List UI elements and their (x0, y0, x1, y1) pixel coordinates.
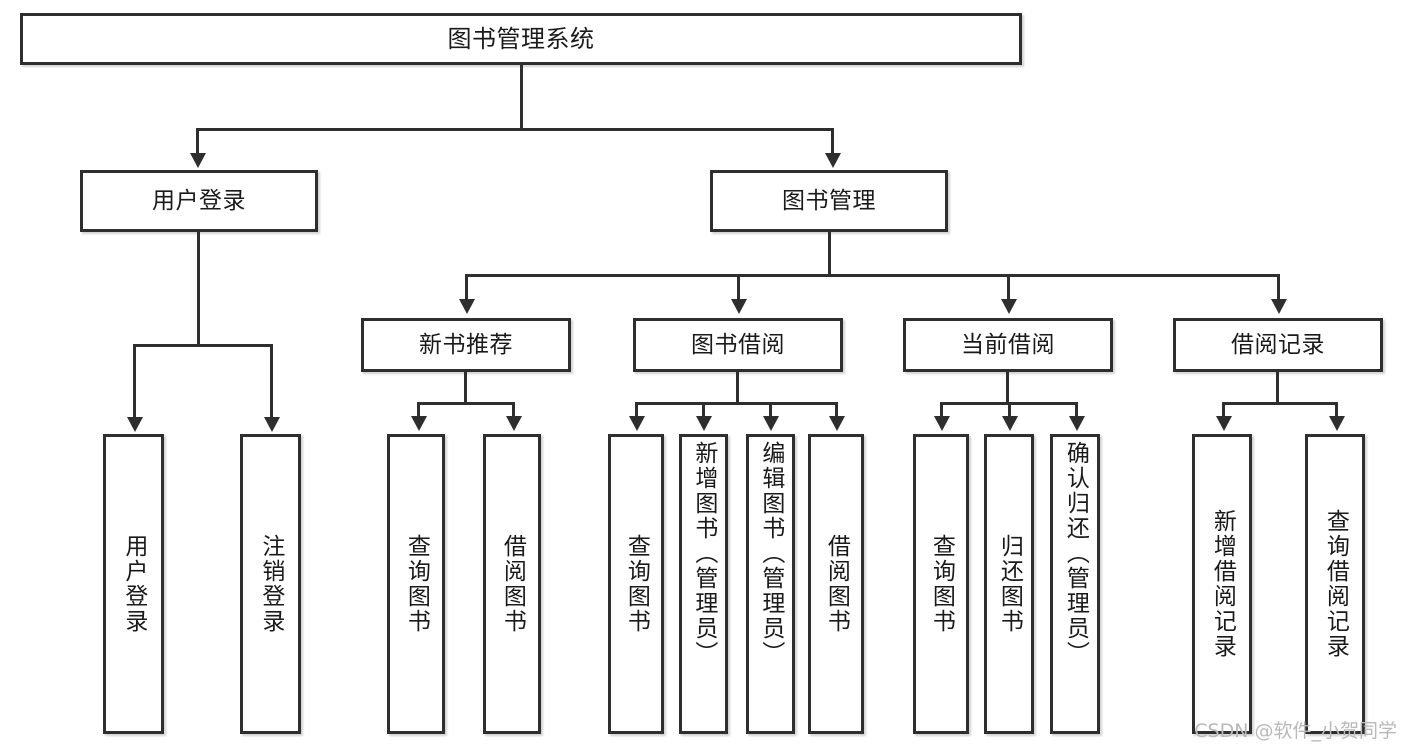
leaf-br-add-record[interactable]: 新增借阅记录 (1192, 434, 1252, 734)
connector-book-manage-bus (465, 274, 1280, 277)
node-label: 注销登录 (257, 534, 284, 634)
connector-br-drop-1 (1222, 402, 1225, 418)
connector-br-bus (1222, 402, 1338, 405)
connector-book-manage-drop-4 (1277, 274, 1280, 301)
connector-bb-drop-4 (835, 402, 838, 418)
node-book-manage[interactable]: 图书管理 (710, 170, 948, 232)
node-label: 查询图书 (928, 534, 955, 634)
leaf-bb-query-book[interactable]: 查询图书 (608, 434, 664, 734)
connector-book-manage-stem (828, 232, 831, 274)
arrow-to-leaf-cb-1 (934, 416, 950, 431)
leaf-bb-add-book-admin[interactable]: 新增图书（管理员） (679, 434, 728, 734)
connector-bb-stem (736, 372, 739, 402)
node-label: 编辑图书（管理员） (757, 441, 784, 666)
leaf-cb-confirm-return-admin[interactable]: 确认归还（管理员） (1050, 434, 1100, 734)
node-label: 确认归还（管理员） (1062, 441, 1089, 666)
connector-user-login-drop-1 (133, 344, 136, 419)
connector-user-login-stem (197, 232, 200, 344)
arrow-to-leaf-bb-4 (829, 416, 845, 431)
connector-br-drop-2 (1335, 402, 1338, 418)
connector-book-manage-drop-1 (465, 274, 468, 301)
arrow-to-leaf-user-login (127, 417, 143, 432)
node-label: 新增借阅记录 (1209, 509, 1236, 659)
connector-cb-stem (1006, 372, 1009, 402)
connector-nbr-drop-2 (512, 402, 515, 418)
connector-nbr-drop-1 (417, 402, 420, 418)
leaf-nbr-borrow-book[interactable]: 借阅图书 (483, 434, 541, 734)
connector-bb-drop-3 (769, 402, 772, 418)
leaf-logout[interactable]: 注销登录 (240, 434, 301, 734)
connector-nbr-stem (464, 372, 467, 402)
node-label: 图书管理 (782, 187, 876, 214)
arrow-to-leaf-bb-3 (763, 416, 779, 431)
connector-user-login-drop-2 (270, 344, 273, 419)
arrow-to-current-borrow (1001, 299, 1017, 314)
connector-bb-drop-1 (635, 402, 638, 418)
connector-cb-drop-2 (1008, 402, 1011, 418)
arrow-to-user-login (190, 153, 206, 168)
connector-root-drop-1 (196, 128, 199, 155)
leaf-cb-return-book[interactable]: 归还图书 (984, 434, 1034, 734)
connector-root-drop-2 (831, 128, 834, 155)
leaf-cb-query-book[interactable]: 查询图书 (913, 434, 969, 734)
leaf-nbr-query-book[interactable]: 查询图书 (387, 434, 445, 734)
connector-cb-drop-1 (940, 402, 943, 418)
arrow-to-leaf-br-1 (1216, 416, 1232, 431)
connector-user-login-bus (133, 344, 273, 347)
leaf-bb-edit-book-admin[interactable]: 编辑图书（管理员） (746, 434, 795, 734)
node-current-borrow[interactable]: 当前借阅 (903, 318, 1113, 372)
node-user-login[interactable]: 用户登录 (80, 170, 318, 232)
leaf-bb-borrow-book[interactable]: 借阅图书 (808, 434, 864, 734)
node-label: 借阅图书 (499, 534, 526, 634)
arrow-to-leaf-cb-2 (1002, 416, 1018, 431)
arrow-to-book-manage (825, 153, 841, 168)
node-label: 用户登录 (120, 534, 147, 634)
arrow-to-borrow-record (1271, 299, 1287, 314)
arrow-to-leaf-logout (264, 417, 280, 432)
node-label: 用户登录 (152, 187, 246, 214)
node-label: 查询借阅记录 (1322, 509, 1349, 659)
node-label: 查询图书 (623, 534, 650, 634)
arrow-to-leaf-br-2 (1329, 416, 1345, 431)
node-label: 借阅图书 (823, 534, 850, 634)
node-book-borrow[interactable]: 图书借阅 (633, 318, 843, 372)
node-label: 新增图书（管理员） (690, 441, 717, 666)
node-borrow-record[interactable]: 借阅记录 (1173, 318, 1383, 372)
node-label: 图书借阅 (691, 331, 785, 358)
connector-br-stem (1276, 372, 1279, 402)
node-label: 图书管理系统 (447, 25, 595, 53)
arrow-to-book-borrow (731, 299, 747, 314)
arrow-to-leaf-nbr-1 (411, 416, 427, 431)
connector-root-bus (196, 128, 834, 131)
node-new-book-recommend[interactable]: 新书推荐 (361, 318, 571, 372)
node-root-system[interactable]: 图书管理系统 (20, 13, 1022, 65)
connector-book-manage-drop-3 (1007, 274, 1010, 301)
connector-book-manage-drop-2 (737, 274, 740, 301)
node-label: 新书推荐 (419, 331, 513, 358)
node-label: 归还图书 (996, 534, 1023, 634)
arrow-to-leaf-bb-2 (696, 416, 712, 431)
arrow-to-leaf-cb-3 (1069, 416, 1085, 431)
connector-cb-drop-3 (1075, 402, 1078, 418)
node-label: 借阅记录 (1231, 331, 1325, 358)
leaf-br-query-record[interactable]: 查询借阅记录 (1305, 434, 1365, 734)
node-label: 查询图书 (403, 534, 430, 634)
leaf-user-login[interactable]: 用户登录 (103, 434, 164, 734)
arrow-to-leaf-bb-1 (629, 416, 645, 431)
connector-root-stem (520, 65, 523, 128)
arrow-to-leaf-nbr-2 (506, 416, 522, 431)
connector-bb-bus (635, 402, 835, 405)
connector-bb-drop-2 (702, 402, 705, 418)
node-label: 当前借阅 (961, 331, 1055, 358)
arrow-to-new-book-recommend (459, 299, 475, 314)
connector-nbr-bus (417, 402, 515, 405)
